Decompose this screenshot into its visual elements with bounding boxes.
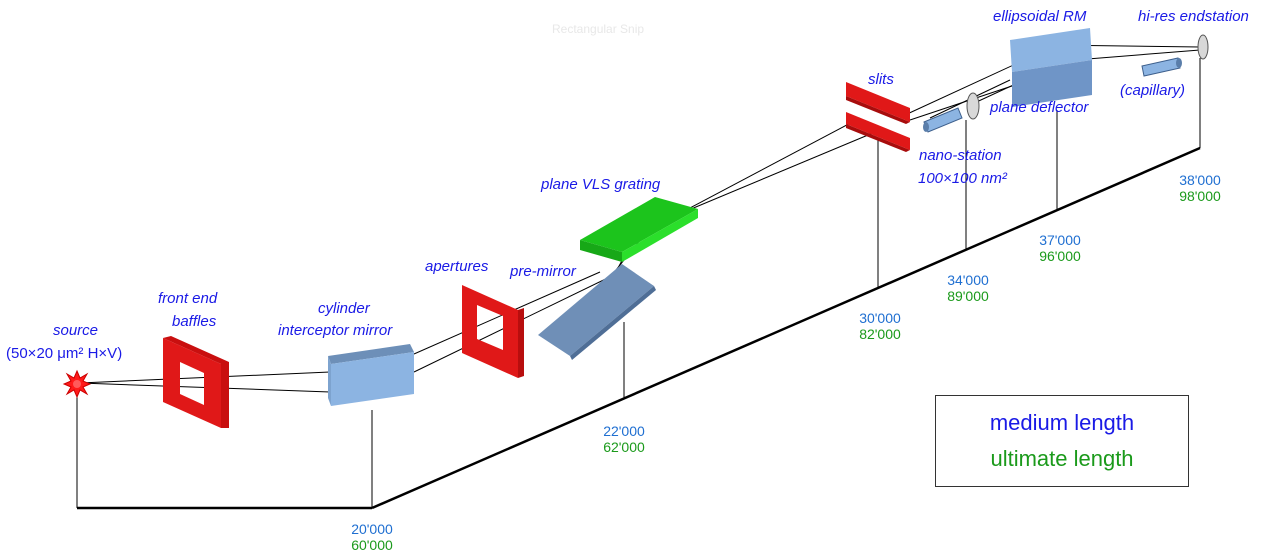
hires-capillary [1141, 57, 1181, 77]
baffle-frame-1 [163, 338, 221, 428]
label-premirror: pre-mirror [510, 263, 576, 280]
label-capillary: (capillary) [1120, 82, 1186, 99]
label-apertures: apertures [425, 258, 489, 275]
premirror-plate [538, 264, 654, 356]
label-plane-deflector: plane deflector [990, 99, 1089, 116]
label-slits: slits [868, 71, 894, 88]
grating-icon [580, 197, 698, 262]
legend-medium: medium length [989, 410, 1135, 435]
grating-side [622, 209, 698, 262]
label-source-size: (50×20 μm² H×V) [6, 345, 123, 362]
baffle-frame-2 [163, 336, 229, 428]
label-interceptor: interceptor mirror [278, 322, 393, 339]
distance-marker: 38'000 98'000 [1170, 172, 1230, 204]
label-front-end: front end [158, 290, 218, 307]
hires-detector [1197, 34, 1209, 60]
nano-detector [966, 92, 980, 120]
floor-line-main [371, 146, 1201, 510]
label-nano-size: 100×100 nm² [918, 170, 1007, 187]
distance-marker: 30'000 82'000 [850, 310, 910, 342]
label-nano-station: nano-station [919, 147, 1002, 164]
source-icon [62, 369, 92, 399]
beam-ray [904, 61, 1021, 116]
beam-ray [659, 129, 881, 223]
distance-marker: 20'000 60'000 [342, 521, 402, 553]
apertures-icon [462, 285, 524, 378]
grating-front [580, 240, 622, 262]
slit-blade-upper-edge [846, 96, 910, 124]
slit-blade-upper [846, 82, 910, 122]
cylinder-mirror-side [328, 356, 331, 406]
label-source: source [53, 322, 99, 339]
distance-medium: 30'000 [859, 310, 901, 326]
distance-ultimate: 82'000 [859, 326, 901, 342]
distance-marker: 34'000 89'000 [938, 272, 998, 304]
floor-lines [76, 58, 1201, 510]
ellipsoidal-rm-lower [1012, 60, 1092, 107]
premirror-icon [538, 264, 656, 360]
premirror-edge [570, 286, 656, 360]
aperture-frame [462, 285, 518, 378]
distance-ultimate: 62'000 [603, 439, 645, 455]
distance-ultimate: 98'000 [1179, 188, 1221, 204]
label-hires: hi-res endstation [1138, 8, 1249, 25]
label-cylinder: cylinder [318, 300, 370, 317]
legend-ultimate: ultimate length [990, 446, 1134, 471]
slit-blade-lower-edge [846, 124, 910, 152]
slit-blade-lower [846, 112, 910, 150]
grating-top [580, 197, 698, 252]
aperture-frame-edge [518, 308, 524, 378]
distance-medium: 37'000 [1039, 232, 1081, 248]
hires-capillary-end [1176, 58, 1182, 68]
distance-medium: 34'000 [947, 272, 989, 288]
nano-capillary-end [923, 122, 929, 132]
source-star-center [73, 380, 81, 388]
hires-endstation-icon [1141, 34, 1209, 77]
distance-ultimate: 96'000 [1039, 248, 1081, 264]
slits-icon [846, 82, 910, 152]
legend-box: medium length ultimate length [935, 395, 1189, 487]
distance-ultimate: 60'000 [351, 537, 393, 553]
ellipsoidal-rm-icon [1010, 28, 1092, 107]
distance-medium: 20'000 [351, 521, 393, 537]
snip-hint: Rectangular Snip [552, 22, 645, 36]
cylinder-mirror-face [331, 352, 414, 406]
label-grating: plane VLS grating [541, 176, 661, 193]
nano-station-icon [923, 92, 980, 133]
cylinder-mirror-top [328, 344, 414, 364]
distance-marker: 22'000 62'000 [594, 423, 654, 455]
ellipsoidal-rm-top [1010, 28, 1092, 72]
label-ellipsoidal: ellipsoidal RM [993, 8, 1087, 25]
front-end-baffles-icon [163, 336, 229, 428]
distance-marker: 37'000 96'000 [1030, 232, 1090, 264]
distance-medium: 22'000 [603, 423, 645, 439]
distance-ultimate: 89'000 [947, 288, 989, 304]
distance-medium: 38'000 [1179, 172, 1221, 188]
cylinder-mirror-icon [328, 344, 414, 406]
label-baffles: baffles [172, 313, 217, 330]
